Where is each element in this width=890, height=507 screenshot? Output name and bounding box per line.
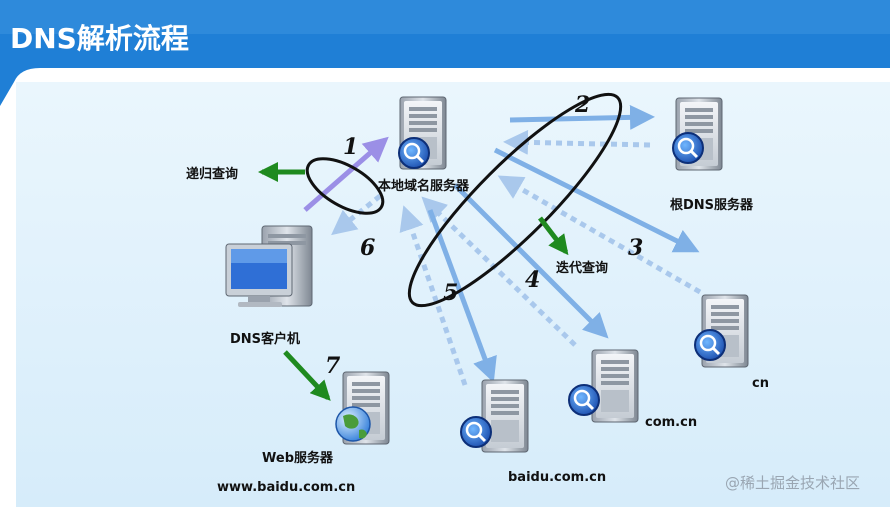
arrows-cn	[493, 147, 702, 295]
step-number: 7	[325, 353, 341, 379]
local-dns-label: 本地域名服务器	[378, 178, 470, 194]
local-dns-server-icon	[397, 96, 447, 170]
step-number: 4	[525, 267, 540, 293]
step-number: 5	[443, 280, 458, 306]
arrows-client	[303, 136, 389, 236]
step-number: 2	[574, 92, 590, 118]
iterative-query-label: 迭代查询	[556, 260, 608, 276]
web-server-icon	[335, 371, 390, 445]
root-dns-label: 根DNS服务器	[670, 197, 754, 213]
baidu-label: baidu.com.cn	[508, 470, 606, 485]
recursive-ellipse	[305, 157, 385, 215]
step-number: 6	[360, 235, 375, 261]
page-title: DNS解析流程	[10, 22, 189, 55]
arrows-baidu	[399, 205, 497, 386]
step-number: 1	[343, 134, 358, 160]
arrows-comcn	[421, 183, 609, 347]
header-banner	[0, 0, 890, 106]
recursive-query-label: 递归查询	[186, 166, 238, 182]
watermark: @稀土掘金技术社区	[725, 474, 860, 492]
comcn-label: com.cn	[645, 415, 697, 430]
step-number: 3	[628, 235, 643, 261]
web-domain-label: www.baidu.com.cn	[217, 480, 355, 495]
web-pointer	[283, 350, 331, 401]
root-dns-server-icon	[671, 97, 723, 171]
cn-label: cn	[752, 376, 769, 391]
arrows-root	[503, 104, 655, 155]
web-server-label: Web服务器	[262, 450, 334, 466]
computer-icon	[225, 225, 313, 307]
iterative-ellipse	[407, 92, 623, 308]
iterative-pointer	[538, 216, 569, 256]
cn-server-icon	[693, 294, 749, 368]
dns-client-label: DNS客户机	[230, 331, 300, 347]
